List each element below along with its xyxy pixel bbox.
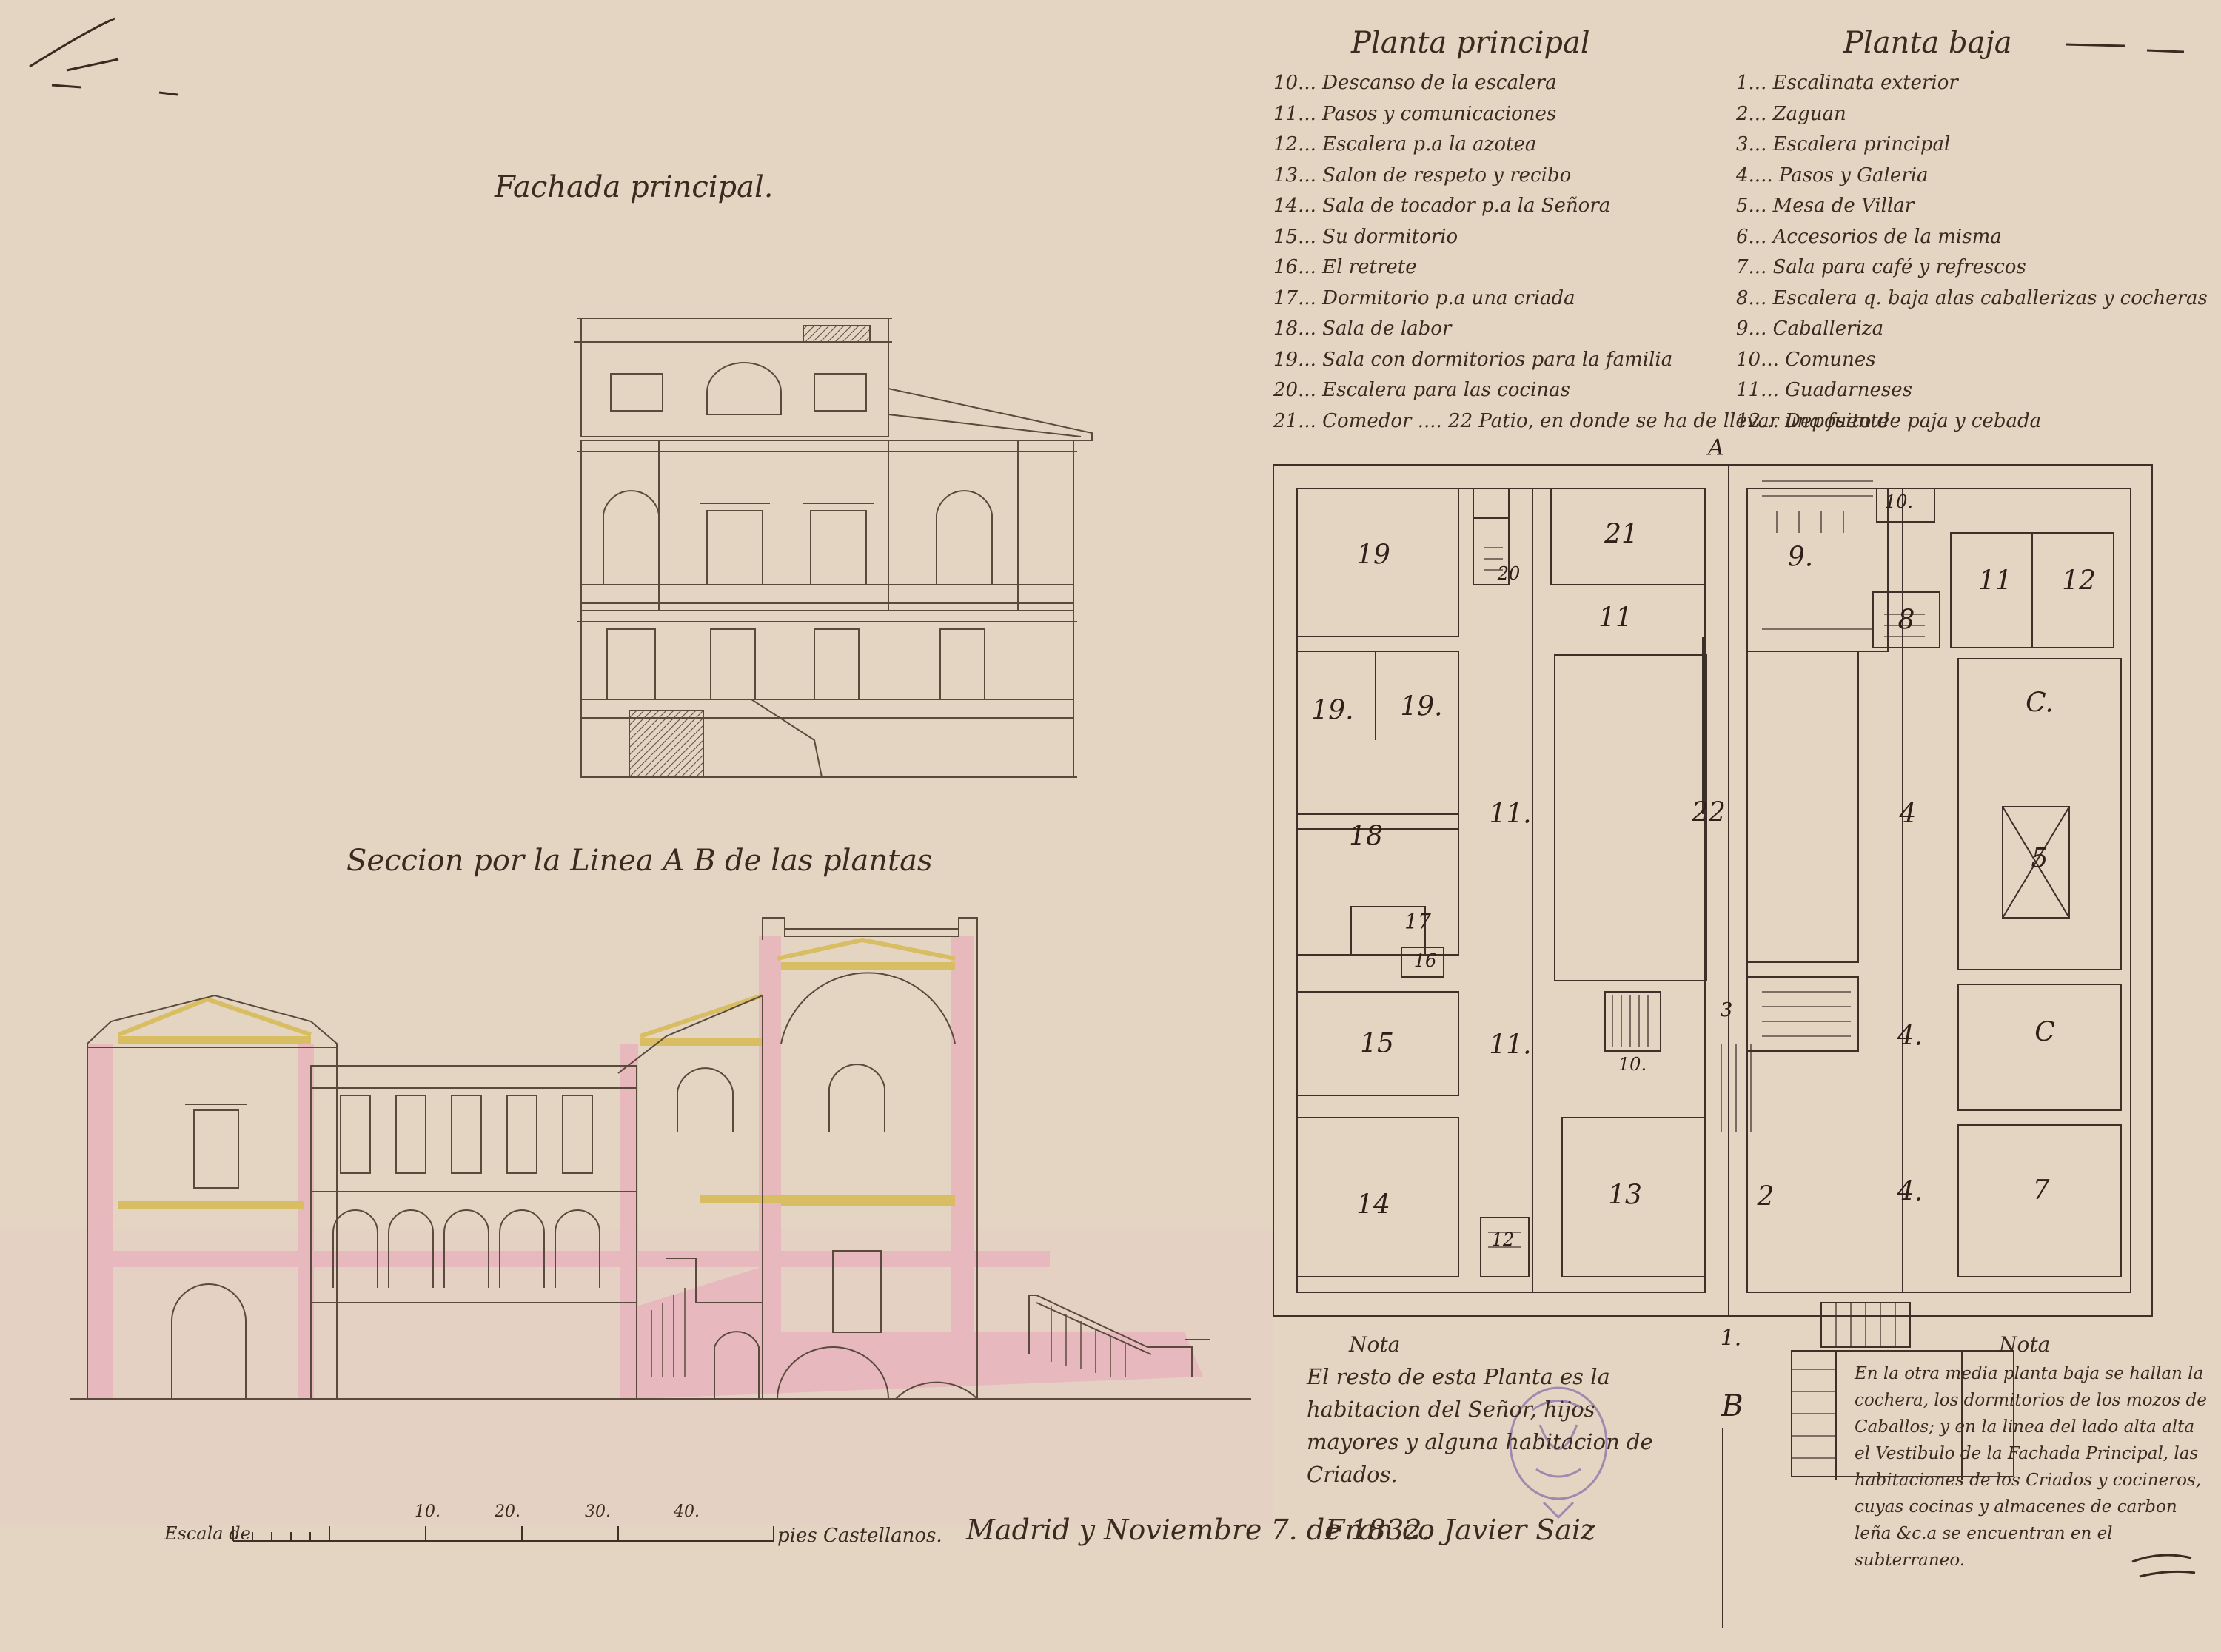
room-label: 3 — [1720, 999, 1733, 1021]
legend-upper-item: 16... El retrete — [1273, 256, 1417, 278]
legend-upper-item: 21... Comedor .... 22 Patio, en donde se… — [1273, 409, 1890, 432]
note-left-title: Nota — [1349, 1332, 1401, 1357]
room-label: 19 — [1356, 540, 1390, 571]
legend-upper-item: 13... Salon de respeto y recibo — [1273, 164, 1572, 187]
legend-upper-item: 20... Escalera para las cocinas — [1273, 379, 1570, 401]
room-label: 19. — [1400, 691, 1443, 722]
room-label: C. — [2026, 688, 2054, 719]
room-label: 13 — [1608, 1180, 1642, 1211]
room-label: 11 — [1978, 565, 2012, 597]
scale-unit: pies Castellanos. — [777, 1525, 942, 1547]
legend-ground-item: 2... Zaguan — [1736, 102, 1846, 125]
section-title: Seccion por la Linea A B de las plantas — [346, 844, 933, 878]
legend-ground-item: 8... Escalera q. baja alas caballerizas … — [1736, 286, 2208, 309]
scale-bar — [232, 1526, 774, 1542]
legend-ground-item: 5... Mesa de Villar — [1736, 195, 1915, 217]
legend-ground-item: 12... Deposito de paja y cebada — [1736, 409, 2042, 432]
flourish-bottom-right — [2131, 1554, 2196, 1578]
room-label: 17 — [1404, 909, 1431, 934]
room-label: 4 — [1899, 799, 1917, 830]
legend-upper-item: 10... Descanso de la escalera — [1273, 72, 1557, 94]
flourish-top-left — [29, 17, 178, 96]
facade-title: Fachada principal. — [495, 170, 774, 204]
room-label: 16 — [1413, 950, 1437, 971]
room-label: 10. — [1884, 491, 1914, 512]
legend-upper: 10... Descanso de la escalera 11... Paso… — [1273, 68, 1889, 437]
scale-tick-label: 20. — [495, 1502, 520, 1521]
place-date: Madrid y Noviembre 7. de 1832. — [966, 1514, 1431, 1546]
seal-stamp — [1509, 1386, 1608, 1520]
room-label: 22 — [1692, 797, 1726, 828]
section-mark-a: A — [1708, 434, 1724, 461]
room-label: 18 — [1349, 821, 1383, 852]
room-label: 11. — [1489, 799, 1532, 830]
legend-upper-item: 12... Escalera p.a la azotea — [1273, 133, 1537, 155]
flourish-top-right — [2065, 43, 2185, 53]
room-label: 20 — [1497, 563, 1521, 584]
note-left-body: El resto de esta Planta es la habitacion… — [1307, 1364, 1653, 1487]
legend-upper-item: 17... Dormitorio p.a una criada — [1273, 286, 1575, 309]
legend-upper-item: 14... Sala de tocador p.a la Señora — [1273, 195, 1611, 217]
section-mark-one: 1. — [1720, 1325, 1742, 1352]
room-label: 11. — [1489, 1030, 1532, 1061]
scale-tick-label: 40. — [674, 1502, 700, 1521]
room-label: 15 — [1360, 1028, 1394, 1059]
legend-upper-item: 19... Sala con dormitorios para la famil… — [1273, 348, 1673, 371]
legend-ground: 1... Escalinata exterior 2... Zaguan 3..… — [1736, 68, 2208, 437]
room-label: 14 — [1356, 1189, 1390, 1220]
legend-ground-item: 3... Escalera principal — [1736, 133, 1951, 155]
room-label: 7 — [2032, 1175, 2050, 1206]
room-label: 10. — [1618, 1054, 1647, 1075]
legend-ground-item: 10... Comunes — [1736, 348, 1876, 371]
room-label: 12 — [2062, 565, 2096, 597]
legend-ground-item: 11... Guadarneses — [1736, 379, 1912, 401]
ground-plan-title: Planta baja — [1843, 26, 2012, 60]
room-label: 11 — [1598, 602, 1632, 634]
scale-label: Escala de — [164, 1523, 251, 1544]
room-label: 12 — [1491, 1229, 1515, 1250]
room-label: 5 — [2031, 843, 2049, 874]
legend-upper-item: 11... Pasos y comunicaciones — [1273, 102, 1557, 125]
facade-elevation — [574, 318, 1093, 778]
upper-plan-title: Planta principal — [1351, 26, 1590, 60]
legend-ground-item: 9... Caballeriza — [1736, 318, 1884, 340]
upper-floor-plan — [1273, 464, 1729, 1317]
legend-upper-item: 18... Sala de labor — [1273, 318, 1452, 340]
section-drawing — [70, 917, 1251, 1400]
room-label: C — [2034, 1017, 2055, 1048]
signature-name: Fran.co Javier Saiz — [1325, 1514, 1596, 1546]
scale-tick-label: 30. — [585, 1502, 611, 1521]
legend-ground-item: 6... Accesorios de la misma — [1736, 225, 2002, 248]
legend-ground-item: 1... Escalinata exterior — [1736, 72, 1958, 94]
legend-ground-item: 4.... Pasos y Galeria — [1736, 164, 1929, 187]
room-label: 8 — [1897, 605, 1915, 636]
room-label: 9. — [1787, 542, 1814, 573]
note-right-body: En la otra media planta baja se hallan l… — [1855, 1364, 2207, 1570]
section-mark-b: B — [1721, 1389, 1743, 1423]
room-label: 2 — [1757, 1181, 1775, 1212]
scale-tick-label: 10. — [415, 1502, 440, 1521]
room-label: 19. — [1311, 695, 1354, 726]
legend-ground-item: 7... Sala para café y refrescos — [1736, 256, 2026, 278]
note-right-title: Nota — [1999, 1332, 2051, 1357]
room-label: 21 — [1604, 519, 1638, 550]
ground-floor-plan — [1722, 464, 2153, 1628]
room-label: 4. — [1897, 1021, 1923, 1052]
room-label: 4. — [1897, 1176, 1923, 1207]
legend-upper-item: 15... Su dormitorio — [1273, 225, 1458, 248]
